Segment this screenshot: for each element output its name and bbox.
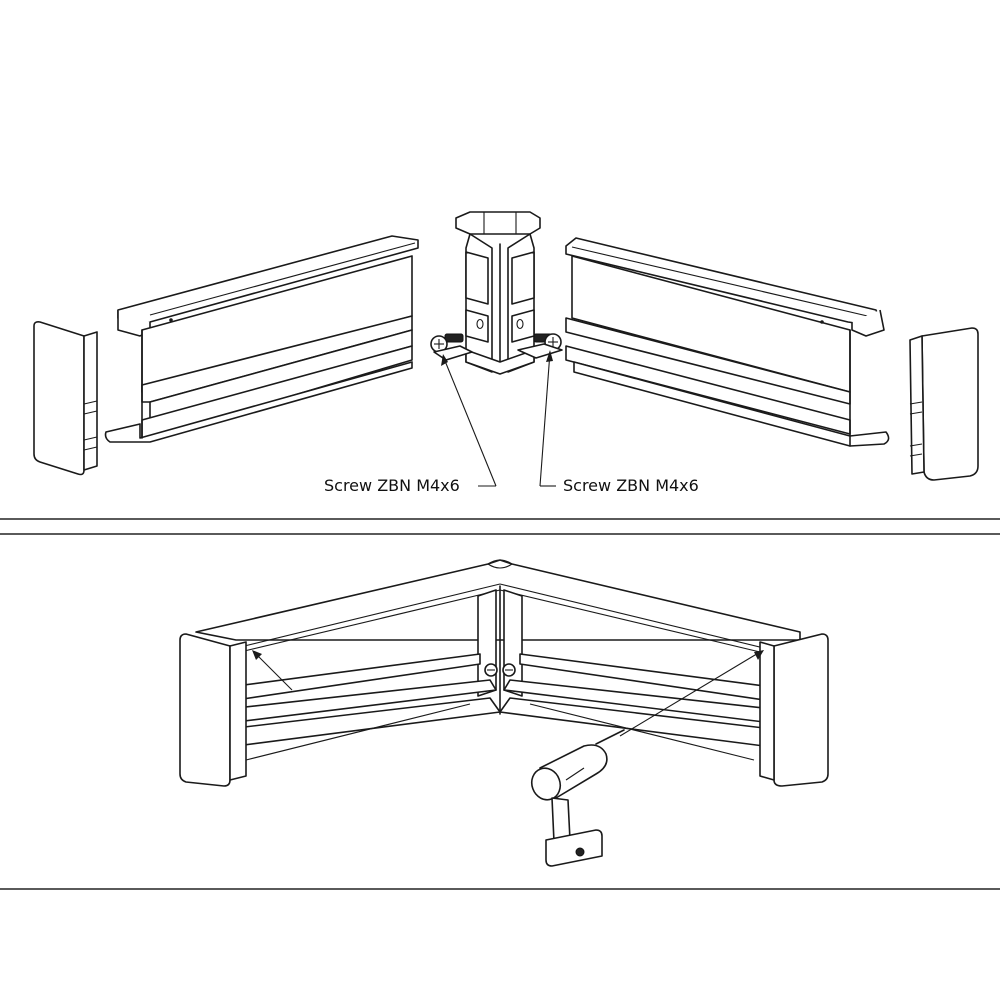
- callout-leaders: [441, 350, 556, 487]
- left-end-cap: [33, 321, 98, 476]
- left-profile-rail: [104, 235, 419, 443]
- screw-callout-left: Screw ZBN M4x6: [324, 476, 460, 495]
- screw-callout-right: Screw ZBN M4x6: [563, 476, 699, 495]
- cordless-drill: [530, 729, 625, 867]
- right-end-cap: [909, 327, 979, 481]
- step-1-exploded-view: [33, 211, 979, 487]
- screw-right: [517, 333, 563, 359]
- inner-corner-connector: [455, 211, 541, 375]
- step-2-assembled-view: [179, 559, 829, 867]
- right-profile-rail: [565, 237, 890, 447]
